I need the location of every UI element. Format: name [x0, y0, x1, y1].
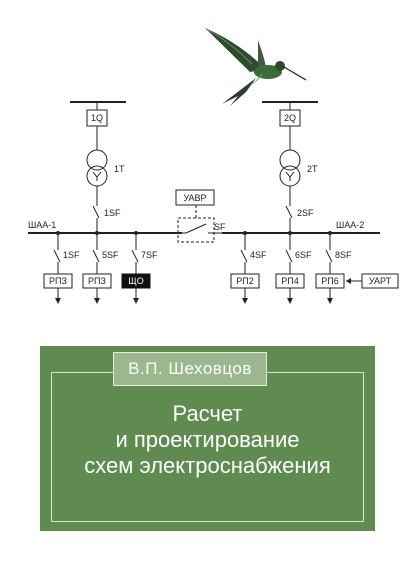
switch-label-left: 1SF — [104, 208, 121, 218]
feeder-switch-label: 5SF — [102, 250, 119, 260]
panel-label: РПЗ — [49, 276, 67, 286]
breaker-label-left: 1Q — [91, 113, 103, 123]
switch-label-right: 2SF — [297, 208, 314, 218]
book-title-line: схем электроснабжения — [84, 453, 331, 478]
panel-label: РПЗ — [88, 276, 106, 286]
breaker-label-right: 2Q — [284, 113, 296, 123]
title-panel: В.П. Шеховцов Расчет и проектирование сх… — [40, 346, 375, 531]
hummingbird-icon — [205, 28, 307, 106]
panel-label: РП6 — [321, 276, 338, 286]
bus-label-right: ШАА-2 — [336, 220, 364, 230]
feeder-switch-label: 6SF — [295, 250, 312, 260]
feeder-switch-label: 8SF — [335, 250, 352, 260]
book-title-line: и проектирование — [115, 427, 300, 452]
electrical-schematic: 1Q 2Q 1T 2T 1SF 2SF УАВР SF ШАА-1 ШАА-2 … — [28, 28, 399, 304]
book-title-line: Расчет — [172, 401, 243, 426]
book-title: Расчет и проектирование схем электроснаб… — [52, 401, 363, 479]
avr-label: УАВР — [183, 193, 206, 203]
feeder-switch-label: 7SF — [141, 250, 158, 260]
transformer-label-left: 1T — [114, 164, 125, 174]
transformer-label-right: 2T — [307, 164, 318, 174]
author-name: В.П. Шеховцов — [113, 352, 267, 386]
panel-label: ЩО — [128, 276, 143, 286]
bus-label-left: ШАА-1 — [28, 220, 56, 230]
sectional-switch-label: SF — [214, 222, 226, 232]
feeder-switch-label: 1SF — [63, 250, 80, 260]
panel-label: РП2 — [236, 276, 253, 286]
external-device-label: УАРТ — [369, 276, 392, 286]
feeder-switch-label: 4SF — [250, 250, 267, 260]
panel-label: РП4 — [281, 276, 298, 286]
